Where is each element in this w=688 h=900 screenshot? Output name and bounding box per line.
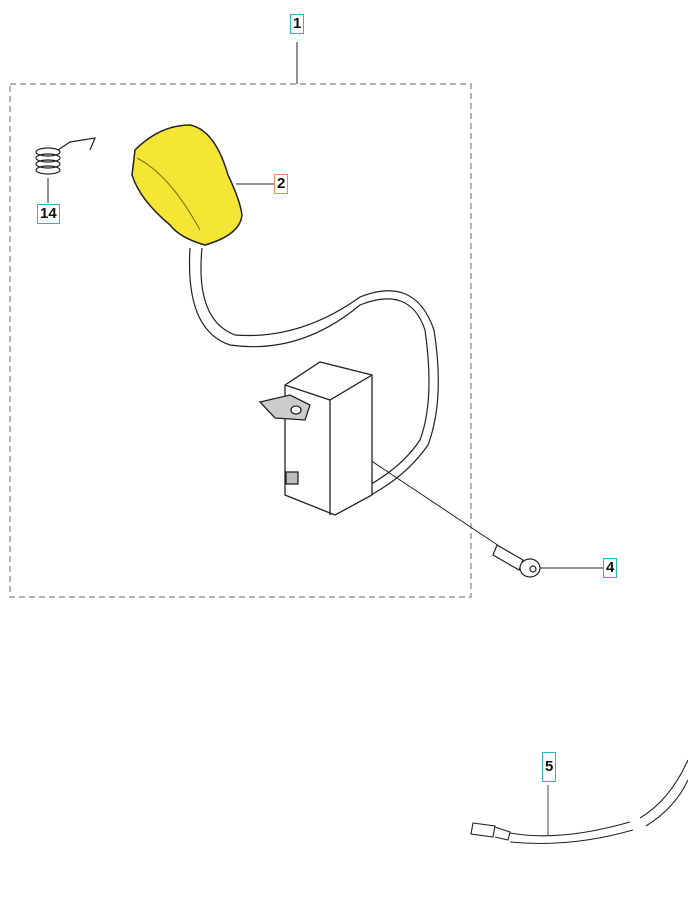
callout-4[interactable]: 4 <box>603 558 618 578</box>
callout-2[interactable]: 2 <box>274 174 289 194</box>
callout-1[interactable]: 1 <box>290 14 305 34</box>
callout-14[interactable]: 14 <box>37 204 60 224</box>
cable-part <box>188 247 439 499</box>
yellow-knob-part <box>131 124 243 246</box>
callout-5[interactable]: 5 <box>542 752 557 782</box>
wire-part <box>470 759 688 845</box>
spring-part <box>35 137 96 175</box>
switch-part <box>258 361 373 516</box>
assembly-frame <box>9 83 472 598</box>
screw-part <box>492 544 541 578</box>
